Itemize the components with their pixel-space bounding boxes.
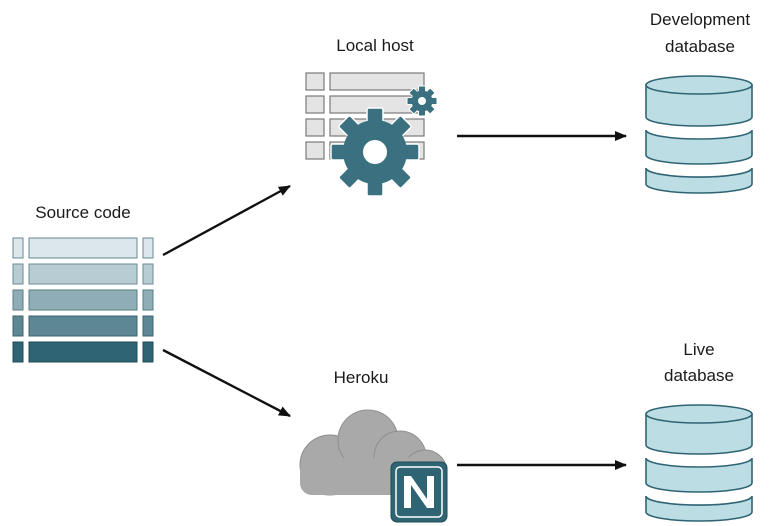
- local-host-server-gear-icon: [305, 72, 438, 197]
- gear-icon: [330, 107, 420, 197]
- small-gear-icon: [406, 85, 438, 117]
- node-n-icon: [390, 461, 448, 523]
- source-code-icon: [12, 237, 154, 363]
- heroku-cloud-node-icon: [299, 409, 448, 523]
- live-database-icon: [645, 404, 753, 522]
- development-database-label-line1: Development: [650, 10, 750, 29]
- arrow-source-to-localhost: [162, 184, 291, 257]
- heroku-label: Heroku: [334, 368, 389, 387]
- arrow-source-to-heroku: [162, 348, 291, 418]
- live-database-label-line1: Live: [683, 340, 714, 359]
- live-database-label-line2: database: [664, 366, 734, 385]
- local-host-label: Local host: [336, 36, 414, 55]
- source-code-label: Source code: [35, 203, 130, 222]
- development-database-icon: [645, 75, 753, 194]
- development-database-label-line2: database: [665, 37, 735, 56]
